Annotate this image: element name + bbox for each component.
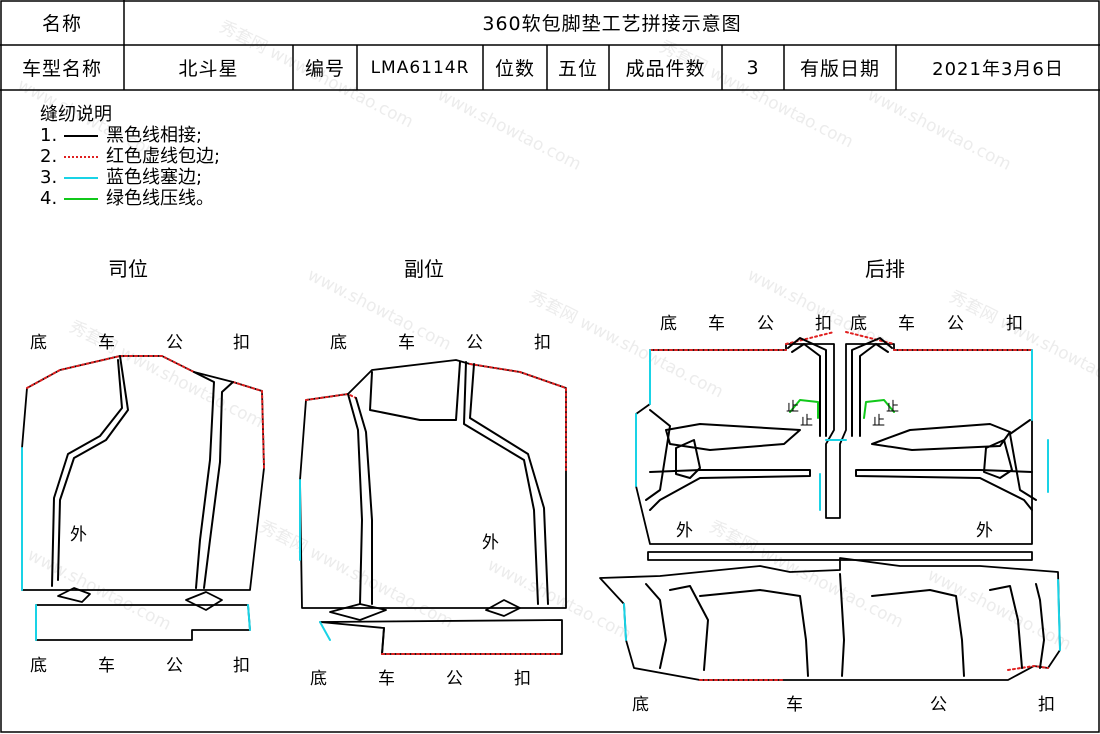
black-line-swatch bbox=[64, 134, 98, 137]
edge-label-gong: 公 bbox=[446, 669, 463, 689]
model-label: 车型名称 bbox=[21, 58, 102, 80]
edge-label-che: 车 bbox=[708, 314, 725, 334]
legend-num: 4. bbox=[40, 188, 58, 209]
legend-item: 4. 绿色线压线。 bbox=[40, 188, 220, 209]
edge-label-kou: 扣 bbox=[534, 333, 551, 353]
edge-label-gong: 公 bbox=[757, 314, 774, 334]
edge-label-di: 底 bbox=[660, 314, 677, 334]
red-dotted-swatch bbox=[64, 155, 98, 158]
edge-label-di: 底 bbox=[30, 656, 47, 676]
edge-label-gong: 公 bbox=[466, 333, 483, 353]
seats-label: 位数 bbox=[494, 58, 535, 80]
edge-label-di: 底 bbox=[850, 314, 867, 334]
seats-value: 五位 bbox=[557, 58, 598, 80]
pieces-label: 成品件数 bbox=[625, 58, 706, 80]
edge-label-di: 底 bbox=[632, 695, 649, 715]
code-value: LMA6114R bbox=[370, 57, 470, 78]
edge-label-che: 车 bbox=[98, 656, 115, 676]
edge-label-kou: 扣 bbox=[815, 314, 832, 334]
stop-mark: 止 bbox=[800, 414, 814, 429]
passenger-mat-outline bbox=[299, 359, 567, 655]
legend-item: 1. 黑色线相接; bbox=[40, 125, 220, 146]
name-label: 名称 bbox=[41, 13, 82, 35]
edge-label-gong: 公 bbox=[166, 656, 183, 676]
section-title-driver: 司位 bbox=[108, 257, 148, 281]
legend-item: 2. 红色虚线包边; bbox=[40, 146, 220, 167]
blue-line-swatch bbox=[64, 176, 98, 179]
rear-lower-mat-outline bbox=[599, 557, 1061, 681]
code-label: 编号 bbox=[304, 58, 345, 80]
outer-label: 外 bbox=[482, 533, 499, 553]
edge-label-che: 车 bbox=[398, 333, 415, 353]
legend-text: 蓝色线塞边; bbox=[106, 167, 203, 188]
edge-label-kou: 扣 bbox=[233, 333, 250, 353]
edge-label-che: 车 bbox=[898, 314, 915, 334]
outer-label: 外 bbox=[676, 521, 693, 541]
date-label: 有版日期 bbox=[799, 58, 880, 80]
edge-label-kou: 扣 bbox=[233, 656, 250, 676]
edge-label-kou: 扣 bbox=[1038, 695, 1055, 715]
green-line-swatch bbox=[64, 197, 98, 200]
legend-num: 1. bbox=[40, 125, 58, 146]
edge-label-di: 底 bbox=[30, 333, 47, 353]
edge-label-che: 车 bbox=[378, 669, 395, 689]
legend-text: 黑色线相接; bbox=[106, 125, 203, 146]
edge-label-che: 车 bbox=[786, 695, 803, 715]
edge-label-kou: 扣 bbox=[1006, 314, 1023, 334]
edge-label-kou: 扣 bbox=[514, 669, 531, 689]
edge-label-di: 底 bbox=[330, 333, 347, 353]
legend-text: 绿色线压线。 bbox=[106, 188, 214, 209]
edge-label-che: 车 bbox=[98, 333, 115, 353]
legend-title: 缝纫说明 bbox=[40, 104, 112, 125]
legend-num: 3. bbox=[40, 167, 58, 188]
outer-label: 外 bbox=[976, 521, 993, 541]
edge-label-di: 底 bbox=[310, 669, 327, 689]
sewing-legend: 缝纫说明 1. 黑色线相接; 2. 红色虚线包边; 3. 蓝色线塞边; 4. 绿… bbox=[40, 104, 220, 209]
stop-mark: 止 bbox=[886, 400, 900, 415]
section-title-passenger: 副位 bbox=[404, 257, 444, 281]
outer-label: 外 bbox=[70, 525, 87, 545]
driver-mat-outline bbox=[21, 355, 265, 641]
edge-label-gong: 公 bbox=[930, 695, 947, 715]
rear-upper-mat-outline bbox=[635, 331, 1049, 545]
stop-mark: 止 bbox=[786, 400, 800, 415]
pieces-value: 3 bbox=[746, 56, 760, 79]
document-title: 360软包脚垫工艺拼接示意图 bbox=[482, 13, 742, 35]
edge-label-gong: 公 bbox=[947, 314, 964, 334]
legend-text: 红色虚线包边; bbox=[106, 146, 221, 167]
legend-item: 3. 蓝色线塞边; bbox=[40, 167, 220, 188]
stop-mark: 止 bbox=[872, 414, 886, 429]
legend-num: 2. bbox=[40, 146, 58, 167]
model-value: 北斗星 bbox=[178, 58, 239, 80]
date-value: 2021年3月6日 bbox=[932, 58, 1064, 80]
section-title-rear: 后排 bbox=[865, 257, 905, 281]
rear-divider-strip bbox=[647, 551, 1033, 561]
edge-label-gong: 公 bbox=[166, 333, 183, 353]
